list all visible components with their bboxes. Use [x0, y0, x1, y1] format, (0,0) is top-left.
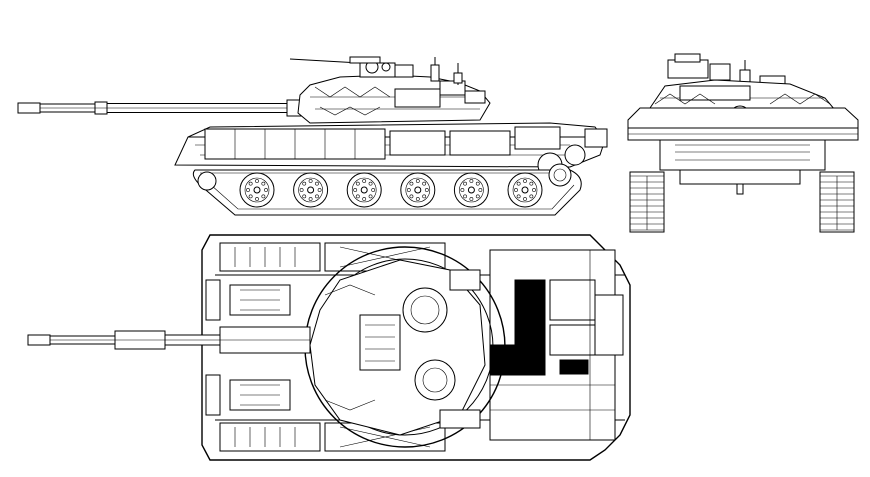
road-wheel-bolt [469, 179, 474, 183]
road-wheel-bolt [422, 181, 427, 186]
road-wheel-bolt [523, 197, 527, 201]
road-wheel-bolt [463, 181, 467, 186]
road-wheel-bolt [516, 194, 521, 199]
road-wheel-bolt [368, 181, 373, 186]
road-wheel-bolt [315, 181, 319, 186]
drive-sprocket [548, 163, 572, 187]
road-wheel-hub [360, 186, 368, 194]
road-wheel-bolt [261, 194, 266, 199]
road-wheel-bolt [422, 194, 427, 199]
road-wheel-bolt [362, 197, 367, 201]
road-wheel-bolt [523, 179, 527, 183]
road-wheel-bolt [317, 188, 322, 192]
road-wheel-bolt [255, 179, 259, 183]
road-wheel-bolt [409, 181, 414, 186]
road-wheel-bolt [248, 181, 253, 186]
road-wheel-bolt [308, 179, 313, 183]
road-wheel-hub [307, 186, 315, 194]
road-wheel-bolt [308, 197, 313, 201]
road-wheel-rim [244, 177, 270, 203]
road-wheel-bolt [532, 188, 536, 192]
road-wheel-bolt [255, 197, 259, 201]
road-wheel-rim [351, 177, 377, 203]
road-wheel-bolt [529, 194, 534, 199]
road-wheel-bolt [302, 181, 307, 186]
road-wheel-bolt [469, 197, 474, 201]
side-elevation-drawing [17, 56, 608, 216]
road-wheel-bolt [302, 194, 307, 199]
road-wheel-bolt [261, 181, 266, 186]
road-wheel-bolt [315, 194, 319, 199]
road-wheel-bolt [529, 181, 534, 186]
road-wheel-bolt [248, 194, 253, 199]
side-turret [289, 56, 491, 124]
road-wheel-bolt [516, 181, 521, 186]
side-hull [174, 122, 608, 178]
side-elevation-view [10, 45, 620, 225]
engine-grille-horizontal [489, 344, 546, 376]
plan-view [20, 225, 640, 470]
road-wheel-bolt [353, 188, 358, 192]
road-wheel-rim [405, 177, 431, 203]
plan-view-drawing [27, 234, 631, 461]
road-wheel-bolt [478, 188, 483, 192]
road-wheel-bolt [299, 188, 304, 192]
side-gun-barrel [17, 99, 308, 117]
road-wheel-bolt [406, 188, 411, 192]
road-wheel-bolt [368, 194, 373, 199]
road-wheel-bolt [475, 181, 480, 186]
road-wheel-rim [512, 177, 538, 203]
road-wheel-bolt [409, 194, 414, 199]
road-wheel-rim [459, 177, 484, 203]
road-wheel-bolt [371, 188, 376, 192]
front-track-left [629, 171, 665, 233]
front-hull [627, 107, 859, 195]
front-elevation-view [620, 50, 865, 240]
front-track-right [819, 171, 855, 233]
road-wheel-hub [253, 186, 261, 194]
front-turret [649, 79, 837, 127]
road-wheel-hub [467, 186, 475, 194]
road-wheel-bolt [475, 194, 480, 199]
road-wheel-bolt [264, 188, 268, 192]
road-wheel-bolt [362, 179, 367, 183]
plan-engine-deck [489, 249, 624, 441]
road-wheel-bolt [424, 188, 429, 192]
road-wheel-hub [521, 186, 529, 194]
side-road-wheels [239, 172, 543, 208]
road-wheel-bolt [355, 181, 360, 186]
road-wheel-bolt [246, 188, 250, 192]
road-wheel-bolt [463, 194, 467, 199]
road-wheel-bolt [415, 179, 420, 183]
plan-front-details [205, 279, 291, 416]
plan-gun-barrel [27, 326, 311, 354]
road-wheel-bolt [355, 194, 360, 199]
plan-hull [201, 234, 631, 461]
plan-turret [304, 246, 506, 448]
front-elevation-drawing [627, 53, 859, 233]
road-wheel-bolt [460, 188, 465, 192]
road-wheel-hub [414, 186, 422, 194]
gunner-hatch [414, 359, 456, 401]
commander-hatch [402, 287, 448, 333]
road-wheel-bolt [415, 197, 420, 201]
road-wheel-bolt [514, 188, 518, 192]
road-wheel-rim [298, 177, 323, 203]
idler-wheel [197, 171, 217, 191]
